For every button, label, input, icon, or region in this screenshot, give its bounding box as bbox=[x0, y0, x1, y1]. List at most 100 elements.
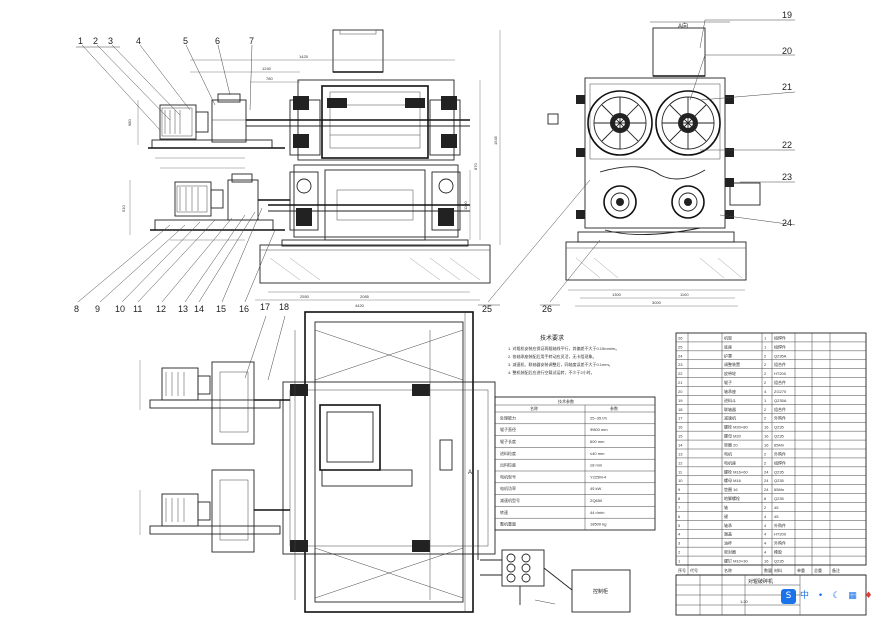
bom-cell: 组合件 bbox=[774, 379, 786, 385]
spec-header: 参数 bbox=[610, 405, 618, 411]
bom-cell: 4 bbox=[764, 532, 767, 537]
bom-cell: 20 bbox=[678, 389, 683, 394]
spec-cell: 出料粒度 bbox=[500, 462, 516, 468]
bom-cell: 11 bbox=[678, 469, 683, 474]
bom-cell: 7 bbox=[678, 505, 681, 510]
bom-cell: 2 bbox=[678, 550, 681, 555]
bom-cell: 地脚螺栓 bbox=[724, 495, 740, 501]
dim-label: 3000 bbox=[652, 300, 662, 305]
moon-icon[interactable]: ☾ bbox=[832, 590, 841, 601]
bom-header: 总重 bbox=[814, 567, 822, 573]
bom-cell: 组焊件 bbox=[774, 343, 786, 349]
bom-cell: 19 bbox=[678, 398, 683, 403]
bom-cell: 皮带轮 bbox=[724, 370, 736, 376]
bom-cell: 13 bbox=[678, 451, 683, 456]
bom-cell: 2 bbox=[764, 460, 767, 465]
spec-cell: 进料粒度 bbox=[500, 450, 516, 456]
bom-cell: 螺栓 M20×80 bbox=[724, 424, 748, 430]
dim-label: 1425 bbox=[299, 54, 309, 59]
bom-cell: 外购件 bbox=[774, 415, 786, 421]
bom-cell: 螺钉 M10×30 bbox=[724, 558, 748, 564]
bom-cell: HT200 bbox=[774, 532, 787, 537]
dim-label: 1100 bbox=[680, 292, 689, 297]
spec-cell: 辊子长度 bbox=[500, 438, 516, 444]
tech-req-line: 1. 对辊机安装应保证两辊轴线平行，其偏差不大于0.15mm/m。 bbox=[508, 345, 619, 351]
spec-cell: 处理能力 bbox=[500, 414, 516, 420]
part-number: 11 bbox=[133, 304, 142, 314]
part-number: 22 bbox=[782, 140, 792, 150]
bom-cell: 16 bbox=[764, 425, 769, 430]
part-number: 2 bbox=[93, 36, 98, 46]
bom-cell: 1 bbox=[678, 559, 681, 564]
shirt-icon[interactable]: ♦ bbox=[864, 590, 871, 601]
dim-label: 1300 bbox=[612, 292, 622, 297]
bom-cell: Q235 bbox=[774, 434, 785, 439]
bom-cell: 8 bbox=[678, 496, 681, 501]
dot-icon[interactable]: • bbox=[817, 590, 824, 601]
bom-cell: 16 bbox=[764, 434, 769, 439]
grid-icon[interactable]: ▦ bbox=[848, 590, 857, 601]
dim-label: 1240 bbox=[262, 66, 272, 71]
bom-cell: 24 bbox=[764, 487, 769, 492]
bom-cell: 12 bbox=[678, 460, 683, 465]
part-number: 16 bbox=[239, 304, 249, 314]
s-icon[interactable]: S bbox=[781, 588, 796, 604]
bom-cell: 24 bbox=[764, 478, 769, 483]
dim-label: 2085 bbox=[360, 294, 370, 299]
part-labels-side-bottom: 25 26 bbox=[478, 179, 601, 314]
bom-cell: 4 bbox=[678, 532, 681, 537]
part-number: 3 bbox=[108, 36, 113, 46]
bom-cell: 5 bbox=[678, 523, 681, 528]
bom-cell: 2 bbox=[764, 380, 767, 385]
part-number: 8 bbox=[74, 304, 79, 314]
zh-icon[interactable]: 中 bbox=[799, 590, 809, 601]
bom-cell: 组合件 bbox=[774, 361, 786, 367]
bom-cell: 垫圈 16 bbox=[724, 486, 738, 492]
bom-cell: 17 bbox=[678, 416, 683, 421]
bom-cell: 18 bbox=[678, 407, 683, 412]
spec-cell: 电机型号 bbox=[500, 473, 516, 479]
bom-cell: 组焊件 bbox=[774, 334, 786, 340]
bom-cell: 螺母 M20 bbox=[724, 433, 742, 439]
bom-cell: 45 bbox=[774, 514, 779, 519]
bom-cell: 外购件 bbox=[774, 540, 786, 546]
bom-cell: 26 bbox=[678, 335, 683, 340]
part-number: 4 bbox=[136, 36, 141, 46]
bom-cell: 2 bbox=[764, 505, 767, 510]
spec-cell: 18500 kg bbox=[590, 522, 606, 527]
part-number: 12 bbox=[156, 304, 166, 314]
bom-cell: 螺栓 M16×60 bbox=[724, 468, 748, 474]
scale: 1:20 bbox=[740, 599, 749, 604]
bom-cell: 1 bbox=[764, 344, 767, 349]
bom-cell: 24 bbox=[764, 469, 769, 474]
tech-req-title: 技术要求 bbox=[540, 334, 564, 342]
part-labels-left: 1 2 3 4 5 6 7 bbox=[76, 36, 254, 131]
part-number: 5 bbox=[183, 36, 188, 46]
spec-cell: 25~35 t/h bbox=[590, 415, 607, 420]
bom-header: 单重 bbox=[797, 567, 805, 573]
bom-cell: 底座 bbox=[724, 343, 732, 349]
spec-cell: ≤40 mm bbox=[590, 451, 605, 456]
part-number: 25 bbox=[482, 304, 492, 314]
control-box-label: 控制柜 bbox=[593, 588, 608, 595]
ime-toolbar[interactable]: S 中 • ☾ ▦ ♦ ✚ bbox=[781, 587, 871, 605]
spec-table-title: 技术参数 bbox=[558, 398, 574, 404]
bom-cell: 65Mn bbox=[774, 487, 784, 492]
bom-cell: 65Mn bbox=[774, 443, 784, 448]
bom-header: 名称 bbox=[724, 567, 732, 573]
part-number: 20 bbox=[782, 46, 792, 56]
bom-cell: 10 bbox=[678, 478, 683, 483]
bom-header: 材料 bbox=[774, 567, 782, 573]
title-block: 对辊破碎机 1:20 bbox=[675, 574, 867, 616]
bom-cell: 橡胶 bbox=[774, 549, 782, 555]
bom-cell: 4 bbox=[764, 514, 767, 519]
bom-cell: 电机座 bbox=[724, 459, 736, 465]
part-number: 13 bbox=[178, 304, 188, 314]
view-label: A bbox=[468, 470, 472, 476]
drawing-name: 对辊破碎机 bbox=[748, 578, 773, 585]
bom-cell: 16 bbox=[764, 443, 769, 448]
bom-cell: 21 bbox=[678, 380, 683, 385]
part-number: 14 bbox=[194, 304, 204, 314]
spec-cell: 44 r/min bbox=[590, 510, 604, 515]
